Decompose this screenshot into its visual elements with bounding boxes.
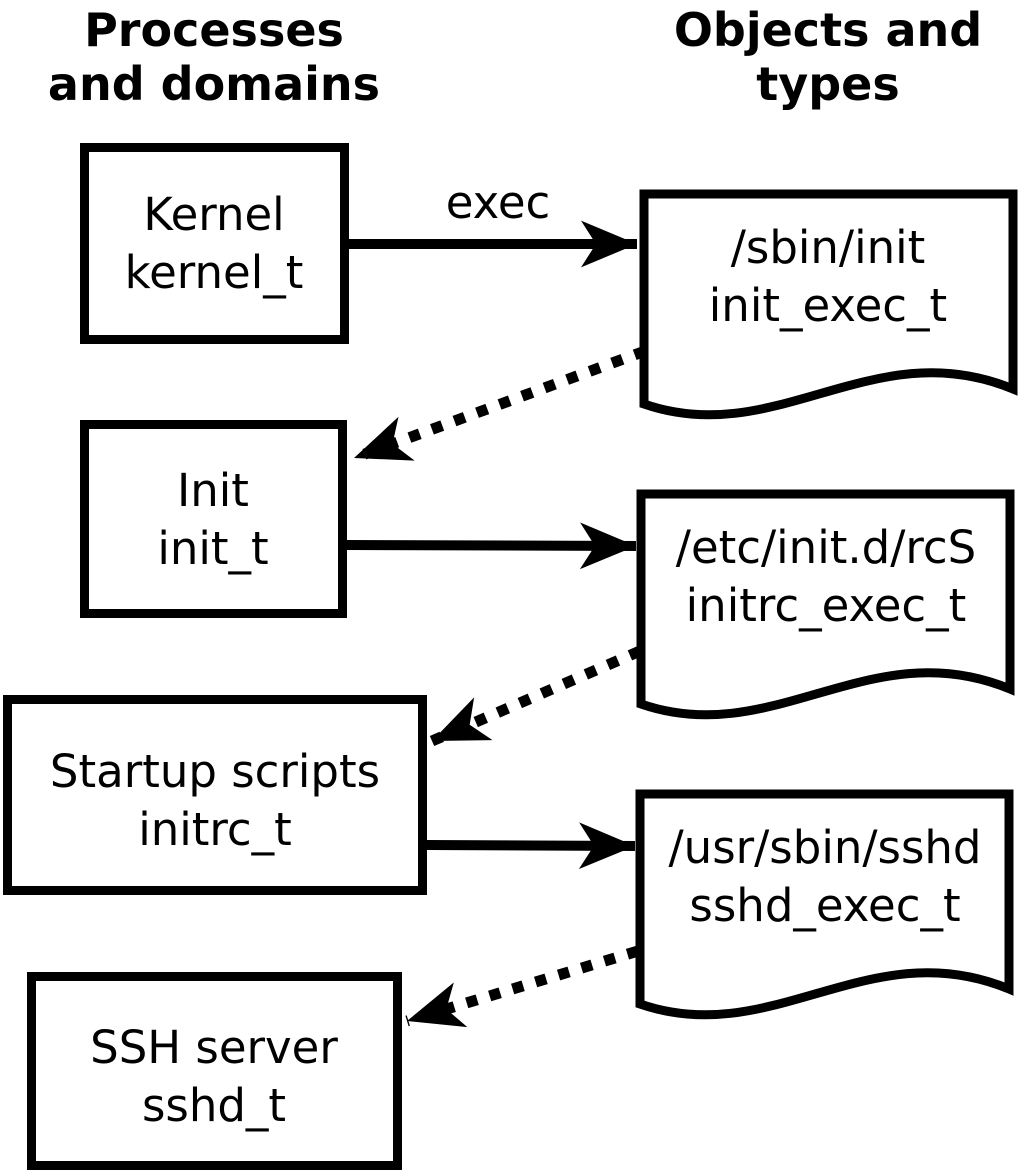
object-doc-usr-sbin-sshd xyxy=(635,789,1014,1020)
transition-arrow-sshdexec-to-sshd xyxy=(405,945,640,1028)
process-type-kernel: kernel_t xyxy=(125,246,304,299)
process-label-startup-scripts: Startup scripts xyxy=(50,745,380,798)
transition-arrow-sbininit-to-init xyxy=(352,345,647,464)
object-label-etc-initd-rcs: /etc/init.d/rcS xyxy=(676,521,976,574)
process-label-ssh-server: SSH server xyxy=(90,1021,338,1074)
header-objects-line1: Objects and xyxy=(674,3,982,57)
object-type-sbin-init: init_exec_t xyxy=(709,279,947,332)
exec-arrow-initrc-to-sshd xyxy=(425,822,636,870)
process-label-kernel: Kernel xyxy=(143,188,284,241)
process-box-init xyxy=(80,420,347,618)
exec-arrow-init-to-rcs xyxy=(345,522,637,570)
object-doc-etc-initd-rcs xyxy=(636,489,1015,720)
object-label-usr-sbin-sshd: /usr/sbin/sshd xyxy=(669,821,982,874)
exec-arrow-label: exec xyxy=(446,176,551,229)
process-box-kernel xyxy=(80,143,349,344)
process-type-init: init_t xyxy=(157,522,268,575)
object-doc-sbin-init xyxy=(639,189,1018,420)
object-type-etc-initd-rcs: initrc_exec_t xyxy=(686,579,967,632)
process-box-startup-scripts xyxy=(3,695,427,895)
header-objects-line2: types xyxy=(756,57,899,111)
process-type-ssh-server: sshd_t xyxy=(142,1079,286,1132)
object-type-usr-sbin-sshd: sshd_exec_t xyxy=(689,879,960,932)
transition-arrow-rcs-to-initrc xyxy=(429,645,643,747)
process-box-ssh-server xyxy=(27,972,402,1170)
process-label-init: Init xyxy=(177,464,249,517)
object-label-sbin-init: /sbin/init xyxy=(731,221,926,274)
header-processes-line2: and domains xyxy=(48,57,380,111)
process-type-startup-scripts: initrc_t xyxy=(138,803,292,856)
header-processes-line1: Processes xyxy=(84,3,344,57)
